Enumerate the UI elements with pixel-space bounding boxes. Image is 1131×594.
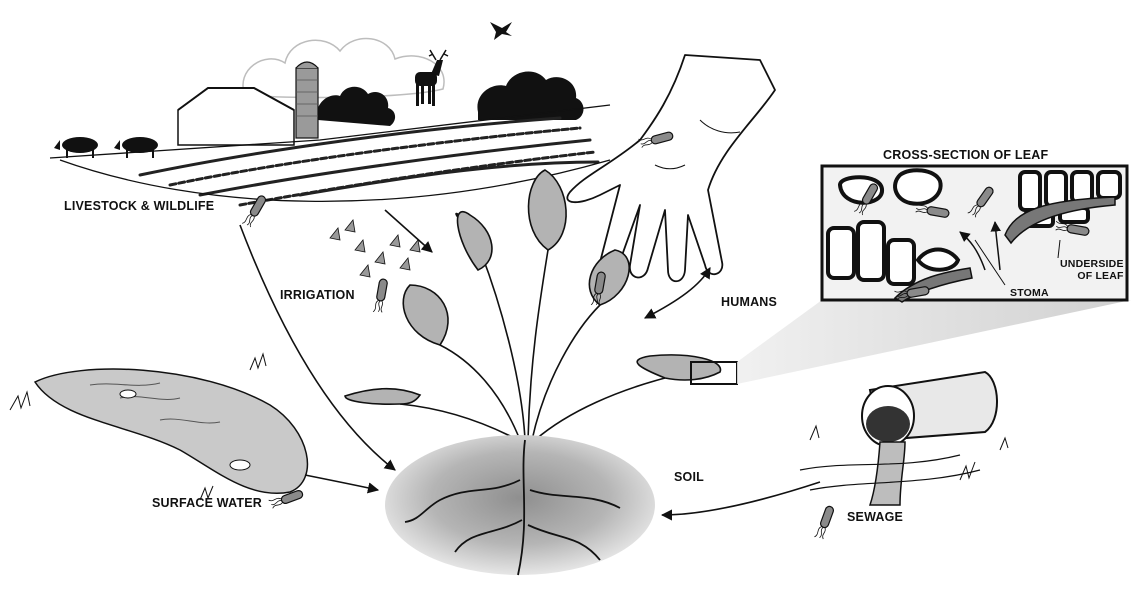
label-underside-line1: UNDERSIDE [1060, 258, 1124, 270]
label-underside-line2: OF LEAF [1060, 270, 1124, 282]
label-sewage: SEWAGE [847, 510, 903, 524]
label-underside-of-leaf: UNDERSIDE OF LEAF [1060, 258, 1124, 282]
tree-line-right [477, 71, 583, 120]
arrow-sewage-to-soil [662, 482, 820, 515]
leaf [403, 285, 448, 345]
leaf [345, 389, 420, 405]
sewage-pipe-scene [800, 372, 1008, 505]
bacterium-icon [814, 505, 834, 540]
label-irrigation: IRRIGATION [280, 288, 355, 302]
surface-water-scene [10, 354, 307, 500]
leaf [637, 355, 720, 380]
label-livestock-wildlife: LIVESTOCK & WILDLIFE [64, 199, 214, 213]
bird-icon [490, 22, 512, 40]
farm-scene [50, 22, 610, 205]
leaf [589, 250, 629, 305]
leaf [528, 170, 566, 250]
hand-illustration [567, 55, 775, 284]
label-humans: HUMANS [721, 295, 777, 309]
arrow-water-to-soil [305, 475, 378, 490]
soil-mound [385, 435, 655, 575]
label-surface-water: SURFACE WATER [152, 496, 262, 510]
bacterium-icon [373, 278, 388, 313]
cloud [243, 39, 444, 98]
label-cross-section-of-leaf: CROSS-SECTION OF LEAF [883, 148, 1048, 162]
label-stoma: STOMA [1010, 287, 1049, 299]
leaf [458, 212, 492, 270]
zoom-cone [737, 300, 1131, 384]
label-soil: SOIL [674, 470, 704, 484]
